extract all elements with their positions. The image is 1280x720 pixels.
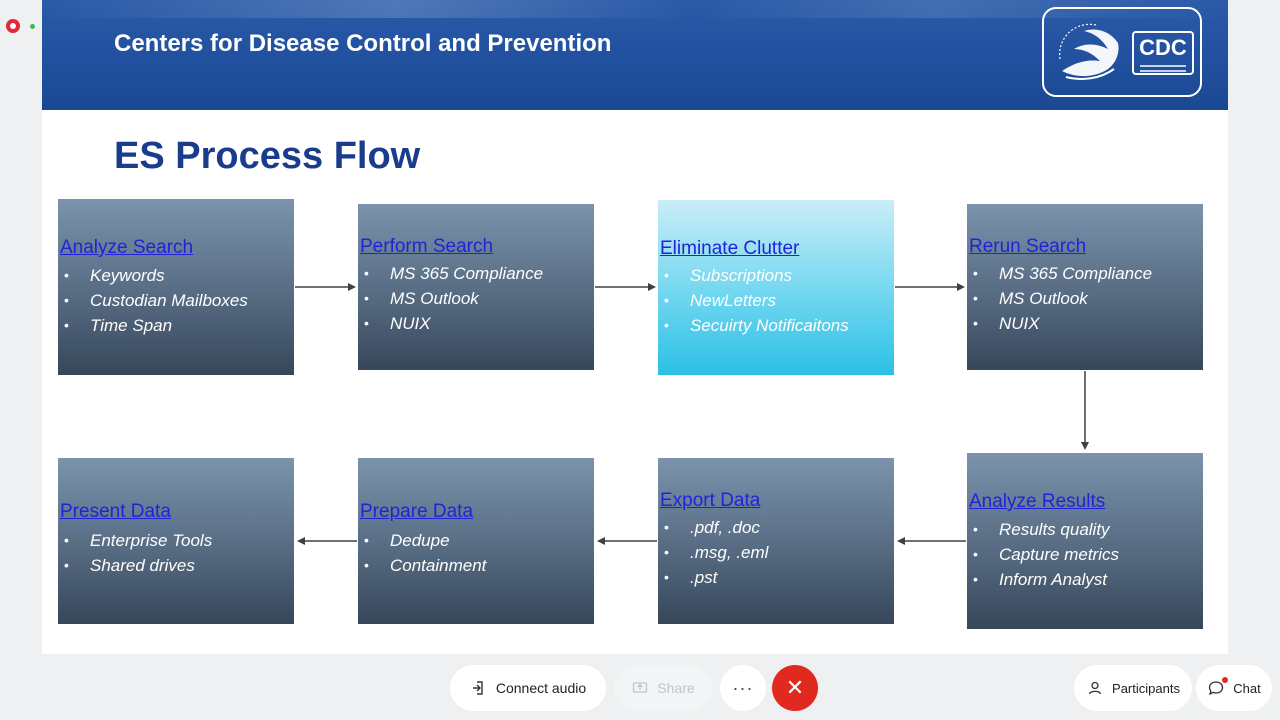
cdc-logo-text: CDC	[1132, 31, 1194, 75]
list-item: Capture metrics	[971, 542, 1119, 567]
list-item: Dedupe	[362, 528, 486, 553]
process-box-title[interactable]: Rerun Search	[969, 236, 1087, 257]
process-box-list: Keywords Custodian Mailboxes Time Span	[62, 263, 248, 338]
process-box-title[interactable]: Prepare Data	[360, 501, 474, 522]
list-item: MS 365 Compliance	[362, 261, 543, 286]
list-item: Inform Analyst	[971, 567, 1119, 592]
share-label: Share	[657, 680, 695, 696]
more-options-icon: ···	[732, 677, 754, 698]
logo-fine-line	[1140, 65, 1186, 67]
arrow-left-icon	[897, 537, 966, 545]
list-item: Keywords	[62, 263, 248, 288]
process-box-rerun-search: Rerun Search MS 365 Compliance MS Outloo…	[967, 204, 1203, 370]
process-box-title[interactable]: Eliminate Clutter	[660, 238, 800, 259]
leave-meeting-button[interactable]: ✕	[772, 665, 818, 711]
more-options-button[interactable]: ···	[720, 665, 766, 711]
connect-audio-button[interactable]: Connect audio	[450, 665, 606, 711]
slide-banner: Centers for Disease Control and Preventi…	[42, 0, 1228, 110]
process-box-analyze-results: Analyze Results Results quality Capture …	[967, 453, 1203, 629]
process-box-list: MS 365 Compliance MS Outlook NUIX	[362, 261, 543, 336]
process-box-list: Dedupe Containment	[362, 528, 486, 578]
person-icon	[1086, 679, 1104, 697]
list-item: .pst	[662, 565, 768, 590]
hhs-eagle-icon	[1059, 23, 1119, 80]
list-item: NewLetters	[662, 288, 849, 313]
list-item: .pdf, .doc	[662, 515, 768, 540]
process-box-export-data: Export Data .pdf, .doc .msg, .eml .pst	[658, 458, 894, 624]
process-box-prepare-data: Prepare Data Dedupe Containment	[358, 458, 594, 624]
process-box-present-data: Present Data Enterprise Tools Shared dri…	[58, 458, 294, 624]
cdc-logo-label: CDC	[1139, 35, 1187, 60]
process-box-title[interactable]: Analyze Search	[60, 237, 194, 258]
status-dot-icon	[30, 24, 35, 29]
process-box-title[interactable]: Analyze Results	[969, 491, 1106, 512]
arrow-down-icon	[1081, 371, 1089, 450]
connect-audio-label: Connect audio	[495, 680, 587, 696]
process-box-list: Subscriptions NewLetters Secuirty Notifi…	[662, 263, 849, 338]
arrow-left-icon	[297, 537, 357, 545]
audio-connect-icon	[470, 679, 488, 697]
organization-title: Centers for Disease Control and Preventi…	[114, 30, 612, 57]
list-item: Enterprise Tools	[62, 528, 212, 553]
list-item: MS Outlook	[362, 286, 543, 311]
list-item: Shared drives	[62, 553, 212, 578]
share-screen-icon	[631, 679, 649, 697]
chat-bubble-icon	[1207, 677, 1229, 697]
unread-indicator	[1222, 677, 1229, 683]
arrow-right-icon	[895, 283, 965, 291]
process-box-list: Enterprise Tools Shared drives	[62, 528, 212, 578]
close-icon: ✕	[785, 675, 805, 700]
cdc-logo: CDC	[1042, 7, 1202, 97]
shared-slide: Centers for Disease Control and Preventi…	[42, 0, 1228, 654]
process-box-title[interactable]: Present Data	[60, 501, 171, 522]
list-item: NUIX	[362, 311, 543, 336]
process-box-title[interactable]: Export Data	[660, 490, 761, 511]
arrow-right-icon	[295, 283, 356, 291]
participants-button[interactable]: Participants	[1074, 665, 1192, 711]
process-box-list: MS 365 Compliance MS Outlook NUIX	[971, 261, 1152, 336]
process-box-analyze-search: Analyze Search Keywords Custodian Mailbo…	[58, 199, 294, 375]
list-item: Custodian Mailboxes	[62, 288, 248, 313]
list-item: Time Span	[62, 313, 248, 338]
list-item: MS Outlook	[971, 286, 1152, 311]
slide-title: ES Process Flow	[114, 135, 421, 177]
list-item: Containment	[362, 553, 486, 578]
logo-fine-line	[1140, 70, 1186, 72]
recording-icon	[6, 19, 20, 33]
process-box-list: .pdf, .doc .msg, .eml .pst	[662, 515, 768, 590]
flow-connectors	[295, 283, 1089, 545]
list-item: Secuirty Notificaitons	[662, 313, 849, 338]
arrow-left-icon	[597, 537, 657, 545]
share-button[interactable]: Share	[614, 665, 712, 711]
arrow-right-icon	[595, 283, 656, 291]
process-box-list: Results quality Capture metrics Inform A…	[971, 517, 1119, 592]
chat-button[interactable]: Chat	[1196, 665, 1272, 711]
list-item: NUIX	[971, 311, 1152, 336]
list-item: Results quality	[971, 517, 1119, 542]
participants-label: Participants	[1112, 680, 1180, 696]
list-item: Subscriptions	[662, 263, 849, 288]
process-box-perform-search: Perform Search MS 365 Compliance MS Outl…	[358, 204, 594, 370]
list-item: .msg, .eml	[662, 540, 768, 565]
chat-label: Chat	[1233, 680, 1261, 696]
process-box-eliminate-clutter: Eliminate Clutter Subscriptions NewLette…	[658, 200, 894, 375]
list-item: MS 365 Compliance	[971, 261, 1152, 286]
process-box-title[interactable]: Perform Search	[360, 236, 494, 257]
